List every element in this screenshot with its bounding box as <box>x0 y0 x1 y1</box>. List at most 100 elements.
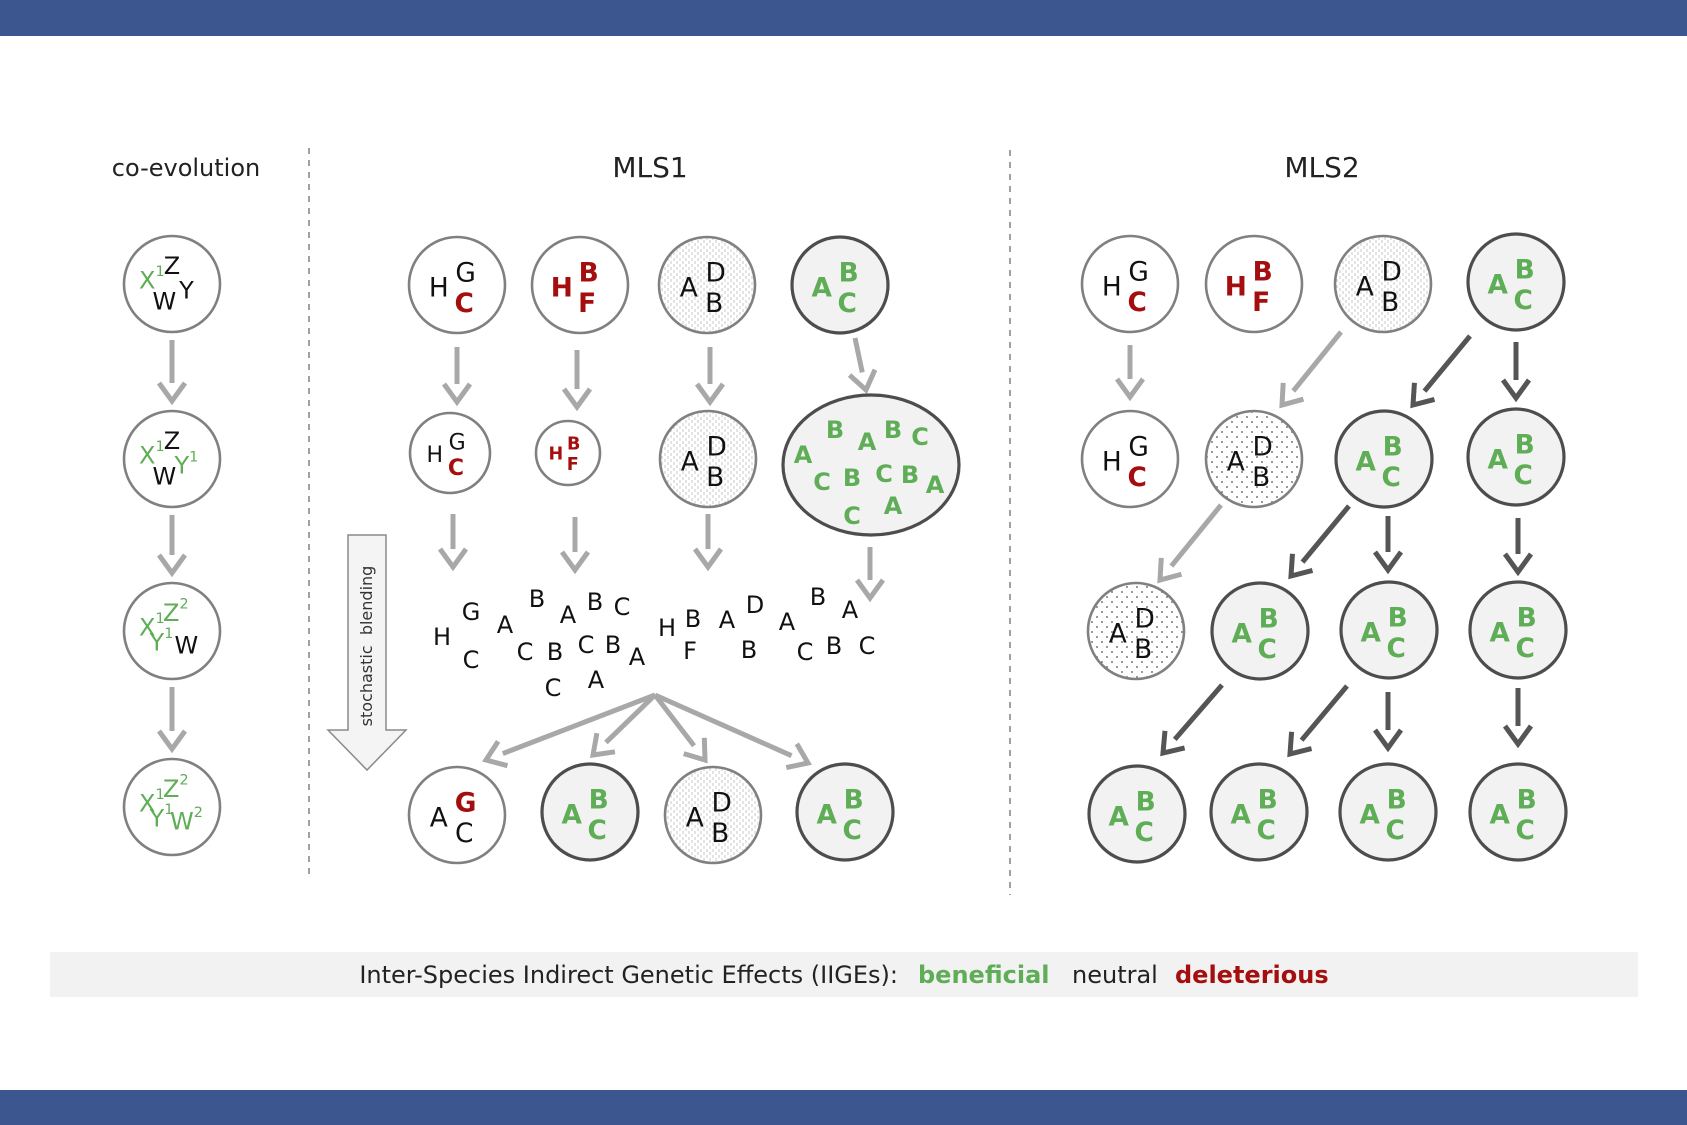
coevolution-arrow-1 <box>156 340 188 406</box>
letter-text: D <box>1252 431 1272 462</box>
letter-text: X <box>139 614 155 642</box>
species-letter-c: C <box>1128 462 1147 493</box>
letter-text: B <box>1517 602 1537 633</box>
legend-beneficial: beneficial <box>918 961 1049 989</box>
letter-text: H <box>1102 446 1122 477</box>
mls1-arrow-hbf-2 <box>559 517 591 575</box>
letter-text: H <box>1225 271 1247 302</box>
letter-text: C <box>813 468 831 496</box>
letter-text: D <box>1134 603 1154 634</box>
coevolution-arrow-2 <box>156 515 188 578</box>
mls1-arrow-hgc-2 <box>437 514 469 572</box>
letter-text: A <box>1360 799 1381 830</box>
species-letter-d: D <box>705 257 725 288</box>
letter-superscript: 1 <box>164 802 173 818</box>
blend-letter-c: C <box>614 593 631 621</box>
letter-text: B <box>1383 431 1403 462</box>
species-letter-g: G <box>455 257 475 288</box>
mls2-arrow-adb-1 <box>1279 330 1343 409</box>
circle-outline <box>530 235 630 335</box>
species-letter-b: B <box>1381 287 1399 318</box>
letter-text: B <box>1259 603 1279 634</box>
letter-superscript: 2 <box>179 596 188 612</box>
circle-outline <box>122 581 222 681</box>
cluster-letter-b: B <box>843 464 861 492</box>
letter-text: B <box>706 462 724 493</box>
species-letter-a: A <box>1232 618 1253 649</box>
letter-text: H <box>551 272 573 303</box>
species-letter-f: F <box>578 288 596 319</box>
letter-text: B <box>1252 462 1270 493</box>
letter-text: A <box>794 441 813 469</box>
mls1-arrow-abc-1 <box>847 337 878 395</box>
species-letter-a: A <box>1227 446 1245 477</box>
species-letter-c: C <box>1387 633 1406 664</box>
cluster-letter-c: C <box>813 468 831 496</box>
cluster-letter-a: A <box>926 471 945 499</box>
species-letter-b: B <box>1517 784 1537 815</box>
species-letter-c: C <box>1516 633 1535 664</box>
species-letter-a: A <box>430 802 448 833</box>
letter-text: G <box>455 787 477 818</box>
blend-letter-b: B <box>741 636 757 664</box>
mls2-arrow-abc-d3 <box>1160 683 1224 757</box>
letter-text: B <box>1387 784 1407 815</box>
letter-text: H <box>429 272 449 303</box>
letter-text: C <box>1514 285 1533 316</box>
letter-text: B <box>844 784 864 815</box>
arrow-head <box>1372 728 1404 753</box>
letter-text: F <box>1252 287 1270 318</box>
coevolution-letter-w: W2 <box>170 805 203 835</box>
letter-text: G <box>449 430 466 455</box>
arrow-head <box>683 737 708 764</box>
species-letter-h: H <box>429 272 449 303</box>
circle-outline <box>1468 762 1568 862</box>
letter-text: B <box>711 818 729 849</box>
letter-text: F <box>567 455 579 475</box>
blend-letter-b: B <box>605 631 621 659</box>
letter-text: B <box>1515 254 1535 285</box>
letter-text: D <box>1381 256 1401 287</box>
letter-text: W <box>152 287 176 315</box>
arrow-shaft <box>1169 503 1223 568</box>
species-letter-c: C <box>1382 462 1401 493</box>
circle-outline <box>1080 409 1180 509</box>
cluster-letter-c: C <box>911 423 929 451</box>
letter-text: A <box>1490 617 1511 648</box>
circle-outline <box>658 409 758 509</box>
coevolution-letter-z: Z <box>164 427 180 455</box>
mls2-arrow-hgc <box>1114 345 1146 402</box>
letter-text: C <box>455 818 473 849</box>
blend-letter-b: B <box>587 588 603 616</box>
circle-outline <box>657 235 757 335</box>
mls2-arrow-abc-v3 <box>1502 518 1534 577</box>
letter-superscript: 1 <box>189 449 198 465</box>
arrow-shaft <box>604 693 657 745</box>
letter-text: A <box>681 446 699 477</box>
species-letter-b: B <box>589 784 609 815</box>
letter-text: C <box>1514 460 1533 491</box>
letter-text: G <box>455 257 475 288</box>
cluster-letter-b: B <box>901 461 919 489</box>
letter-text: A <box>1356 271 1374 302</box>
stochastic-blending-arrow: stochastic blending <box>326 534 408 772</box>
coevolution-letter-x: X1 <box>139 787 165 817</box>
species-letter-b: B <box>1136 786 1156 817</box>
blend-letter-a: A <box>842 596 859 624</box>
legend: Inter-Species Indirect Genetic Effects (… <box>50 952 1638 997</box>
letter-text: B <box>901 461 919 489</box>
circle-outline <box>407 765 507 865</box>
coevolution-letter-x: X1 <box>139 264 165 294</box>
arrow-head <box>854 578 886 603</box>
species-letter-a: A <box>681 446 699 477</box>
